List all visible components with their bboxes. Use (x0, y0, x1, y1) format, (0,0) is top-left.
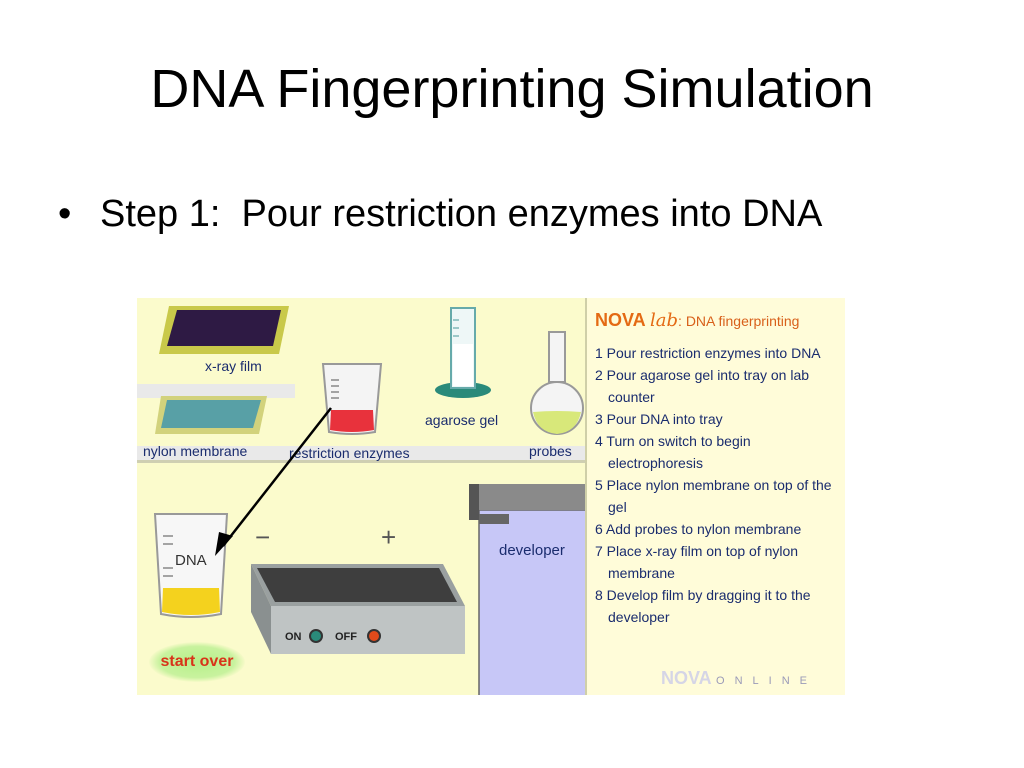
positive-terminal-label: + (381, 522, 397, 552)
footer-online: ONLINE (716, 675, 817, 687)
developer-label: developer (499, 542, 565, 559)
shelf-divider (137, 460, 585, 463)
developer-icon[interactable] (467, 470, 587, 695)
probes-flask-icon[interactable] (529, 328, 585, 440)
negative-terminal-label: − (255, 522, 271, 552)
nylon-membrane-label: nylon membrane (143, 443, 248, 459)
restriction-enzymes-label: restriction enzymes (289, 445, 410, 461)
step-item: 3 Pour DNA into tray (595, 411, 723, 427)
nova-online-logo: NOVA ONLINE (661, 668, 817, 689)
nylon-membrane-icon[interactable] (153, 394, 271, 440)
top-shelf (137, 384, 295, 398)
on-switch-label: ON (285, 631, 302, 643)
xray-film-icon[interactable] (157, 304, 297, 360)
xray-film-label: x-ray film (205, 358, 262, 374)
step-item: 5 Place nylon membrane on top of the gel (595, 477, 832, 515)
probes-label: probes (529, 443, 572, 459)
panel-subtitle: : DNA fingerprinting (678, 313, 800, 329)
step-item: 2 Pour agarose gel into tray on lab coun… (595, 367, 810, 405)
agarose-gel-cylinder-icon[interactable] (433, 304, 493, 400)
off-switch-button[interactable] (367, 629, 381, 643)
steps-list: 1 Pour restriction enzymes into DNA 2 Po… (595, 342, 845, 628)
step-item: 1 Pour restriction enzymes into DNA (595, 345, 821, 361)
panel-lab: lab (650, 310, 679, 331)
panel-title: NOVA lab: DNA fingerprinting (595, 310, 799, 331)
step-item: 8 Develop film by dragging it to the dev… (595, 587, 811, 625)
panel-brand: NOVA (595, 310, 646, 330)
agarose-gel-label: agarose gel (425, 412, 499, 428)
restriction-enzymes-beaker-icon[interactable] (317, 358, 387, 438)
bullet-dot: • (58, 193, 72, 235)
step-item: 7 Place x-ray film on top of nylon membr… (595, 543, 799, 581)
off-switch-label: OFF (335, 631, 357, 643)
gel-tray-icon[interactable] (247, 558, 469, 660)
start-over-button[interactable]: start over (149, 642, 245, 682)
instruction-panel: NOVA lab: DNA fingerprinting 1 Pour rest… (585, 298, 845, 695)
step-item: 4 Turn on switch to begin electrophoresi… (595, 433, 751, 471)
step-item: 6 Add probes to nylon membrane (595, 521, 802, 537)
pour-arrow-icon (215, 407, 332, 556)
bullet-text: Step 1: Pour restriction enzymes into DN… (100, 193, 823, 235)
dna-beaker-icon[interactable] (149, 506, 233, 622)
on-switch-button[interactable] (309, 629, 323, 643)
footer-brand: NOVA (661, 668, 712, 688)
slide-title: DNA Fingerprinting Simulation (150, 59, 874, 119)
bottom-shelf (137, 446, 585, 460)
simulation-area: x-ray film nylon membrane restriction en… (137, 298, 845, 695)
dna-label: DNA (175, 552, 207, 569)
